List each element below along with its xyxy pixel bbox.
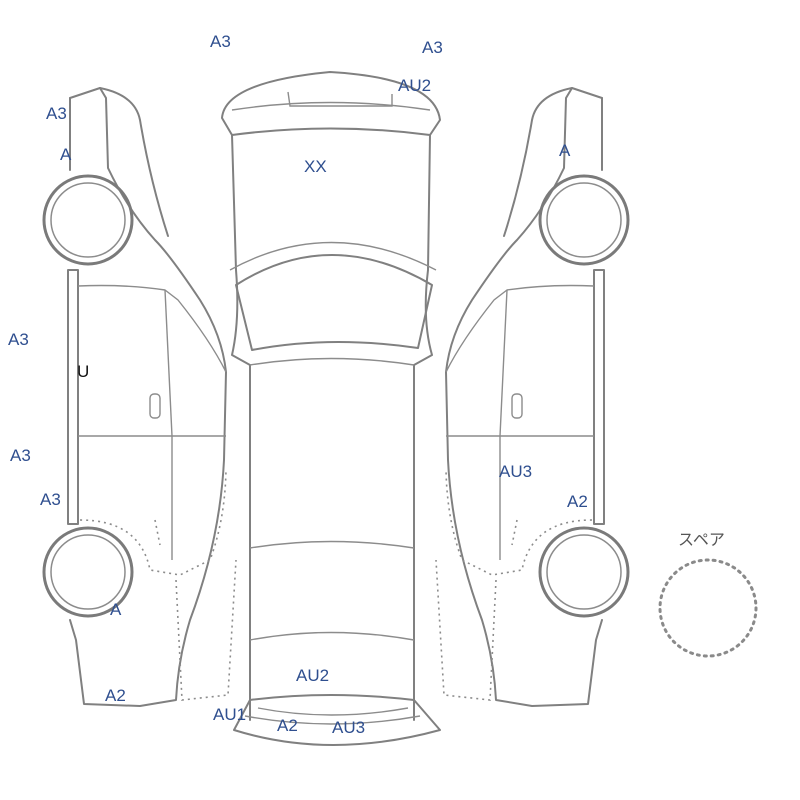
wheel-left-rear [42, 526, 134, 618]
wheel-right-rear [538, 526, 630, 618]
label-left-bumper-a2: A2 [105, 686, 126, 705]
label-left-rear-wheel-a: A [110, 600, 122, 619]
wheel-left-front [42, 174, 134, 266]
spare-tire-label: スペア [678, 532, 725, 549]
label-left-rocker-a3: A3 [10, 446, 31, 465]
label-left-rear-a3: A3 [40, 490, 61, 509]
spare-tire-circle [658, 558, 758, 658]
label-left-door-u: U [77, 362, 90, 381]
label-left-door-a3: A3 [8, 330, 29, 349]
label-front-right-a3: A3 [422, 38, 443, 57]
label-rear-a2: A2 [277, 716, 298, 735]
label-right-top-a: A [559, 141, 571, 160]
car-right-side-view [435, 87, 605, 707]
wheel-right-front [538, 174, 630, 266]
label-right-rear-a2: A2 [567, 492, 588, 511]
label-left-top-a3: A3 [46, 104, 67, 123]
label-rear-au2: AU2 [296, 666, 330, 685]
label-front-au2: AU2 [398, 76, 432, 95]
car-top-view [221, 71, 441, 746]
label-right-door-au3: AU3 [499, 462, 533, 481]
label-front-left-a3: A3 [210, 32, 231, 51]
label-rear-au1: AU1 [213, 705, 247, 724]
label-rear-au3: AU3 [332, 718, 366, 737]
label-left-top-a: A [60, 145, 72, 164]
label-hood-xx: XX [304, 157, 327, 176]
car-left-side-view [67, 87, 237, 707]
